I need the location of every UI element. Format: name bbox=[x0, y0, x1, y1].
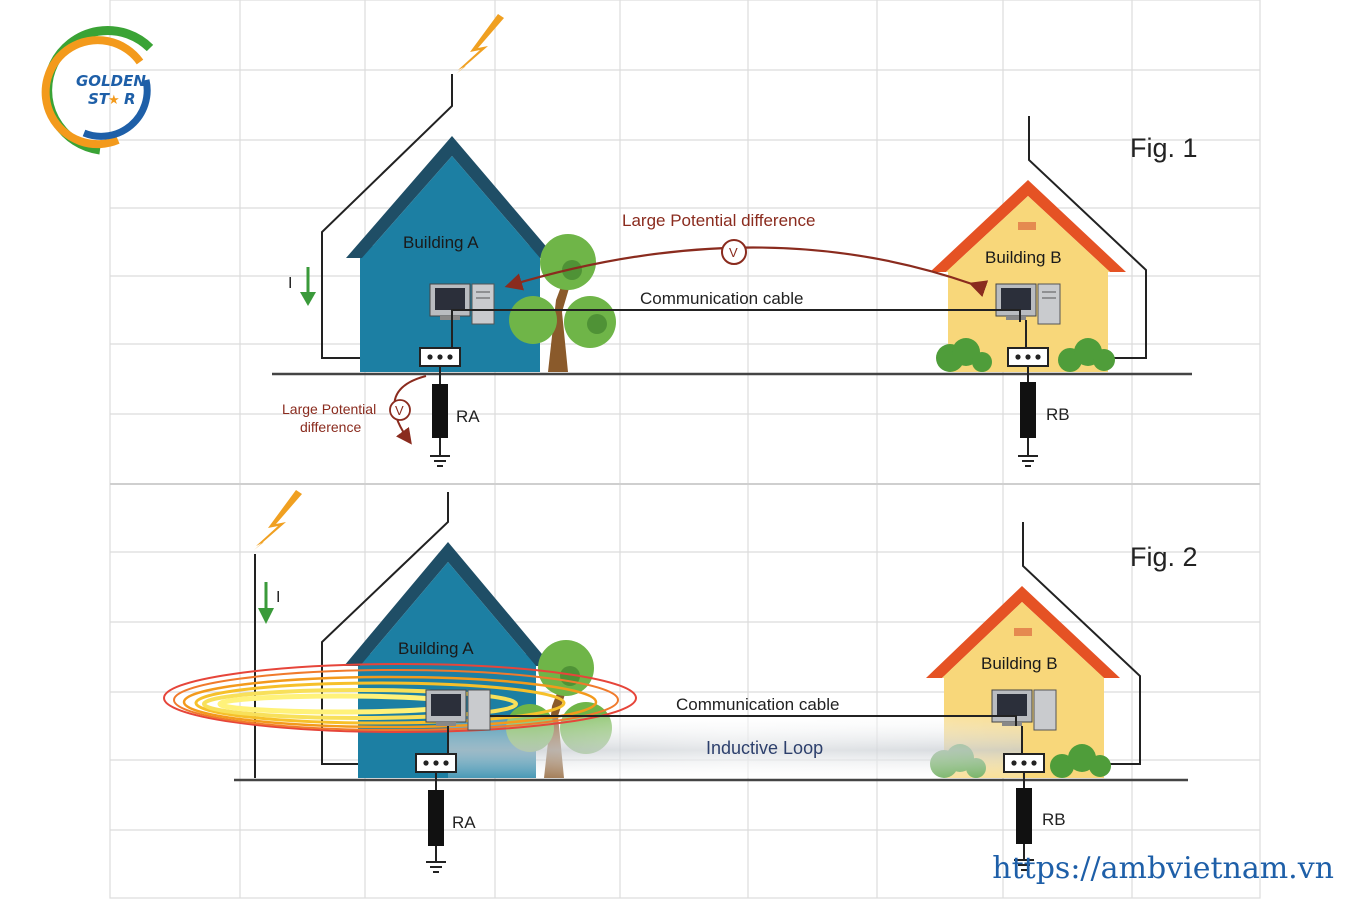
fig2-cable-label: Communication cable bbox=[676, 695, 839, 714]
logo-text-st: ST bbox=[88, 90, 111, 108]
fig1-resistor-rb bbox=[1020, 382, 1036, 438]
fig1-voltmeter-label: V bbox=[729, 245, 738, 260]
fig1-voltmeter-icon bbox=[721, 239, 747, 265]
fig2-ground-b-icon bbox=[1014, 859, 1034, 871]
fig1-current-arrow-icon bbox=[300, 267, 316, 306]
fig1-communication-cable bbox=[451, 309, 1021, 322]
fig1-ground-a-icon bbox=[430, 455, 450, 467]
fig2-communication-cable bbox=[490, 715, 1017, 726]
fig1-potential-label: Large Potential difference bbox=[622, 211, 815, 230]
fig2-conductor-b bbox=[1022, 522, 1141, 765]
fig1-current-label: I bbox=[288, 275, 292, 292]
fig1-potential-arrow bbox=[504, 246, 989, 297]
logo-text-line1: GOLDEN bbox=[76, 72, 146, 90]
fig2-building-b-label: Building B bbox=[981, 654, 1058, 673]
fig2-title: Fig. 2 bbox=[1130, 542, 1198, 572]
fig2-magnetic-field-rings bbox=[163, 663, 637, 733]
fig1-ground-b-icon bbox=[1018, 455, 1038, 467]
website-watermark: https://ambvietnam.vn bbox=[992, 851, 1334, 886]
logo-star-icon: ★ bbox=[108, 93, 120, 108]
fig1-resistor-ra bbox=[432, 384, 448, 438]
fig1-small-voltmeter-label: V bbox=[395, 403, 404, 418]
fig2-building-a-label: Building A bbox=[398, 639, 474, 658]
fig1-conductor-a bbox=[321, 74, 453, 359]
figure-2: Fig. 2 I Building A bbox=[163, 490, 1198, 873]
fig1-small-potential-arrow bbox=[393, 375, 427, 445]
fig1-building-a-label: Building A bbox=[403, 233, 479, 252]
fig2-computer-a-icon bbox=[425, 689, 491, 731]
fig2-conductor-a bbox=[321, 492, 449, 765]
fig1-title: Fig. 1 bbox=[1130, 133, 1198, 163]
fig2-loop-label: Inductive Loop bbox=[706, 738, 823, 758]
fig1-conductor-b bbox=[1028, 116, 1147, 359]
fig1-building-b-label: Building B bbox=[985, 248, 1062, 267]
golden-star-logo: GOLDEN ST ★ R bbox=[41, 26, 154, 155]
fig2-ra-label: RA bbox=[452, 813, 476, 832]
fig1-bush-right-icon bbox=[1058, 338, 1115, 372]
fig1-small-potential-label-2: difference bbox=[300, 419, 361, 435]
lightning-bolt-icon bbox=[456, 14, 504, 74]
fig2-rb-label: RB bbox=[1042, 810, 1066, 829]
logo-text-r: R bbox=[124, 90, 136, 108]
fig1-ra-label: RA bbox=[456, 407, 480, 426]
fig2-lightning-bolt-icon bbox=[254, 490, 302, 550]
fig1-small-voltmeter-icon bbox=[389, 399, 411, 421]
fig2-resistor-rb bbox=[1016, 788, 1032, 844]
fig2-current-arrow-icon bbox=[258, 582, 274, 624]
fig1-bush-left-icon bbox=[936, 338, 992, 372]
fig1-small-potential-label-1: Large Potential bbox=[282, 401, 376, 417]
fig1-rb-label: RB bbox=[1046, 405, 1070, 424]
fig2-ground-a-icon bbox=[426, 861, 446, 873]
fig2-current-label: I bbox=[276, 589, 280, 606]
fig2-bush-right-icon bbox=[1050, 744, 1111, 778]
fig1-cable-label: Communication cable bbox=[640, 289, 803, 308]
figure-1: Fig. 1 I Building A bbox=[272, 14, 1198, 467]
fig2-resistor-ra bbox=[428, 790, 444, 846]
